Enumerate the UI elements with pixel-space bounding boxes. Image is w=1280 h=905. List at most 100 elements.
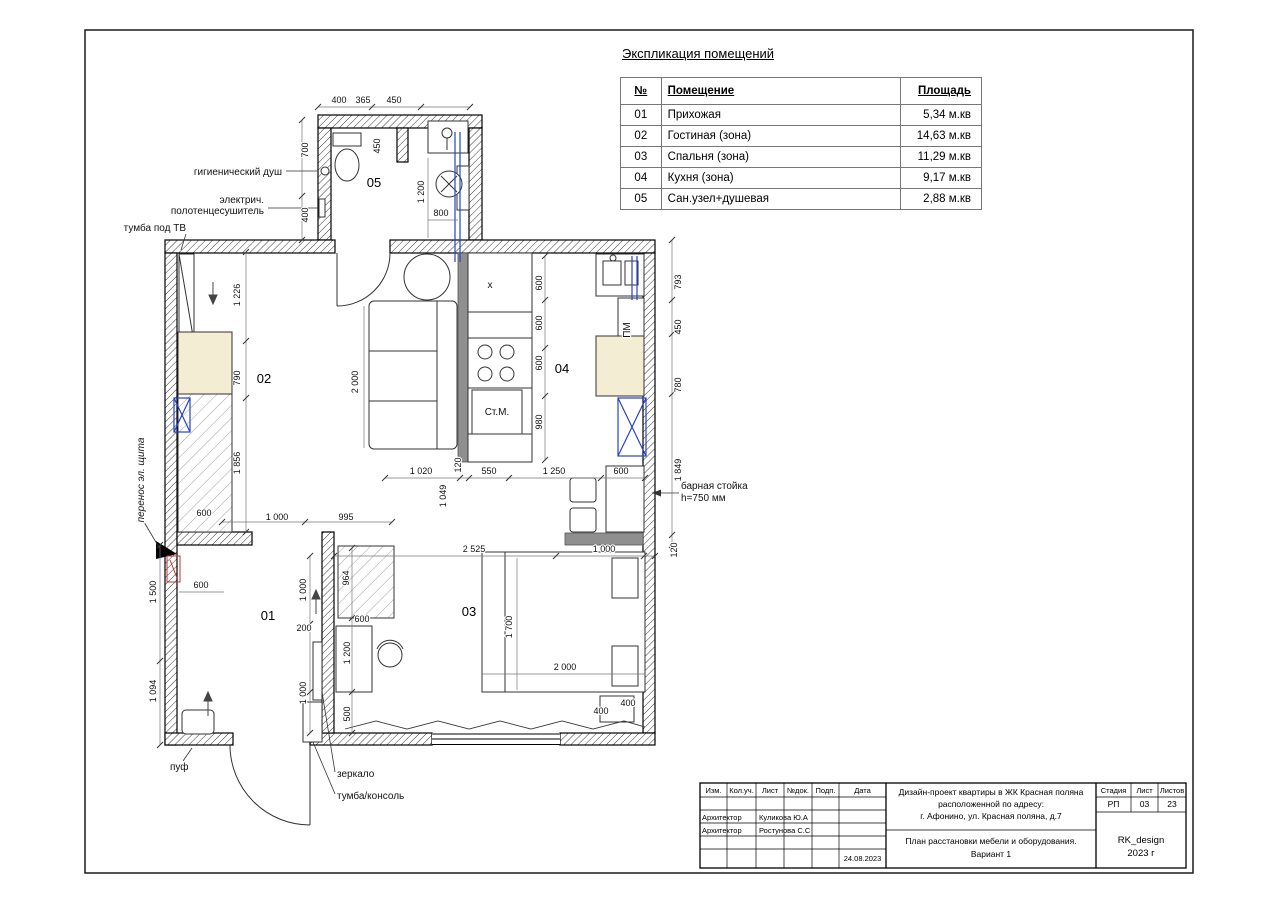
dim-text: 120 bbox=[453, 457, 463, 472]
dim-text: 600 bbox=[193, 580, 208, 590]
tb-role-1: Архитектор bbox=[702, 813, 742, 822]
title-block-texts: Изм. Кол.уч. Лист №док. Подп. Дата Архит… bbox=[702, 786, 1184, 863]
dim-text: 400 bbox=[593, 706, 608, 716]
nightstand bbox=[599, 695, 635, 723]
relocation-mark bbox=[166, 555, 181, 583]
bar-stool bbox=[569, 507, 597, 533]
tb-stage-label: Стадия bbox=[1101, 786, 1127, 795]
fridge bbox=[617, 397, 647, 457]
callout-text: гигиенический душ bbox=[194, 167, 282, 178]
hob-burner bbox=[499, 344, 515, 360]
desk bbox=[335, 625, 373, 693]
dim-text: 550 bbox=[481, 466, 496, 476]
explication: Экспликация помещений № Помещение Площад… bbox=[620, 46, 983, 210]
plan-label: Ст.М. bbox=[485, 407, 510, 418]
explication-header-name: Помещение bbox=[660, 77, 901, 105]
dim-text: 600 bbox=[613, 466, 628, 476]
faucet bbox=[609, 254, 617, 262]
dim-text: 964 bbox=[341, 570, 351, 585]
cabinet bbox=[177, 331, 233, 395]
callout-text: h=750 мм bbox=[681, 493, 726, 504]
tb-col-list: Лист bbox=[762, 786, 779, 795]
callout-text: электрич. bbox=[220, 195, 264, 206]
callout-text: зеркало bbox=[337, 769, 375, 780]
tb-name-2: Ростунова С.С bbox=[759, 826, 811, 835]
toilet-bowl bbox=[334, 148, 360, 182]
plan-label: х bbox=[488, 280, 493, 291]
hob-burner bbox=[499, 366, 515, 382]
dim-text: 2 525 bbox=[463, 544, 486, 554]
bedroom-furniture bbox=[181, 545, 646, 743]
toilet-tank bbox=[332, 132, 362, 147]
dim-text: 1 500 bbox=[148, 581, 158, 604]
direction-arrows bbox=[203, 282, 321, 716]
tb-stage-value: РП bbox=[1108, 799, 1120, 809]
dim-text: 365 bbox=[355, 95, 370, 105]
dim-text: 1 849 bbox=[673, 459, 683, 482]
tb-sheet-value: 03 bbox=[1140, 799, 1150, 809]
plan-label: ПМ bbox=[622, 322, 633, 338]
hob-burner bbox=[477, 344, 493, 360]
tb-sheet-title-1: План расстановки мебели и оборудования. bbox=[905, 836, 1076, 846]
bar-stool bbox=[569, 477, 597, 503]
callout-text: тумба под ТВ bbox=[124, 222, 187, 234]
shower-head bbox=[441, 127, 453, 139]
callout-text: полотенцесушитель bbox=[171, 206, 264, 217]
dim-text: 600 bbox=[196, 508, 211, 518]
tb-year: 2023 г bbox=[1127, 848, 1155, 859]
callout-text: барная стойка bbox=[681, 480, 748, 492]
hob-burner bbox=[477, 366, 493, 382]
tb-project-1: Дизайн-проект квартиры в ЖК Красная поля… bbox=[899, 787, 1084, 797]
title-block bbox=[699, 782, 1187, 869]
tb-project-2: расположенной по адресу: bbox=[938, 799, 1044, 809]
plumbing-risers bbox=[173, 132, 647, 457]
dim-text: 450 bbox=[372, 138, 382, 153]
dim-text: 500 bbox=[342, 706, 352, 721]
tb-date: 24.08.2023 bbox=[844, 854, 882, 863]
tb-col-podp: Подп. bbox=[816, 786, 836, 795]
pillow bbox=[611, 557, 639, 599]
dim-text: 800 bbox=[433, 208, 448, 218]
callout-text: тумба/консоль bbox=[337, 790, 404, 802]
dim-text: 1 856 bbox=[232, 452, 242, 475]
bar-counter bbox=[605, 465, 645, 533]
tb-col-data: Дата bbox=[854, 786, 871, 795]
sheet-frame bbox=[84, 29, 1194, 874]
dim-text: 400 bbox=[620, 698, 635, 708]
callout-text: перенос эл. щита bbox=[136, 437, 147, 522]
wardrobe bbox=[177, 393, 233, 533]
hygienic-shower bbox=[320, 166, 330, 176]
washing-machine bbox=[471, 389, 523, 435]
dim-text: 200 bbox=[296, 623, 311, 633]
tb-name-1: Куликова Ю.А bbox=[759, 813, 808, 822]
console bbox=[302, 701, 323, 743]
tb-project-3: г. Афонино, ул. Красная поляна, д.7 bbox=[920, 811, 1062, 821]
dim-text: 450 bbox=[386, 95, 401, 105]
chair bbox=[377, 642, 403, 668]
dim-text: 1 250 bbox=[543, 466, 566, 476]
dim-text: 2 000 bbox=[554, 662, 577, 672]
electrical-panel bbox=[173, 397, 191, 433]
dimension-ticks bbox=[156, 103, 676, 749]
dim-text: 790 bbox=[232, 370, 242, 385]
dim-text: 600 bbox=[534, 275, 544, 290]
towel-dryer bbox=[318, 198, 326, 218]
tb-sheets-value: 23 bbox=[1167, 799, 1177, 809]
kitchen-cabinet bbox=[595, 335, 645, 397]
pouf bbox=[181, 709, 215, 735]
dim-text: 700 bbox=[300, 142, 310, 157]
tb-role-2: Архитектор bbox=[702, 826, 742, 835]
dim-text: 1 226 bbox=[232, 284, 242, 307]
wardrobe bbox=[337, 545, 395, 619]
door-swings bbox=[229, 252, 391, 826]
dim-text: 995 bbox=[338, 512, 353, 522]
explication-header-num: № bbox=[620, 77, 662, 105]
tb-sheet-label: Лист bbox=[1136, 786, 1153, 795]
explication-header-area: Площадь bbox=[899, 77, 983, 105]
dim-text: 450 bbox=[673, 319, 683, 334]
